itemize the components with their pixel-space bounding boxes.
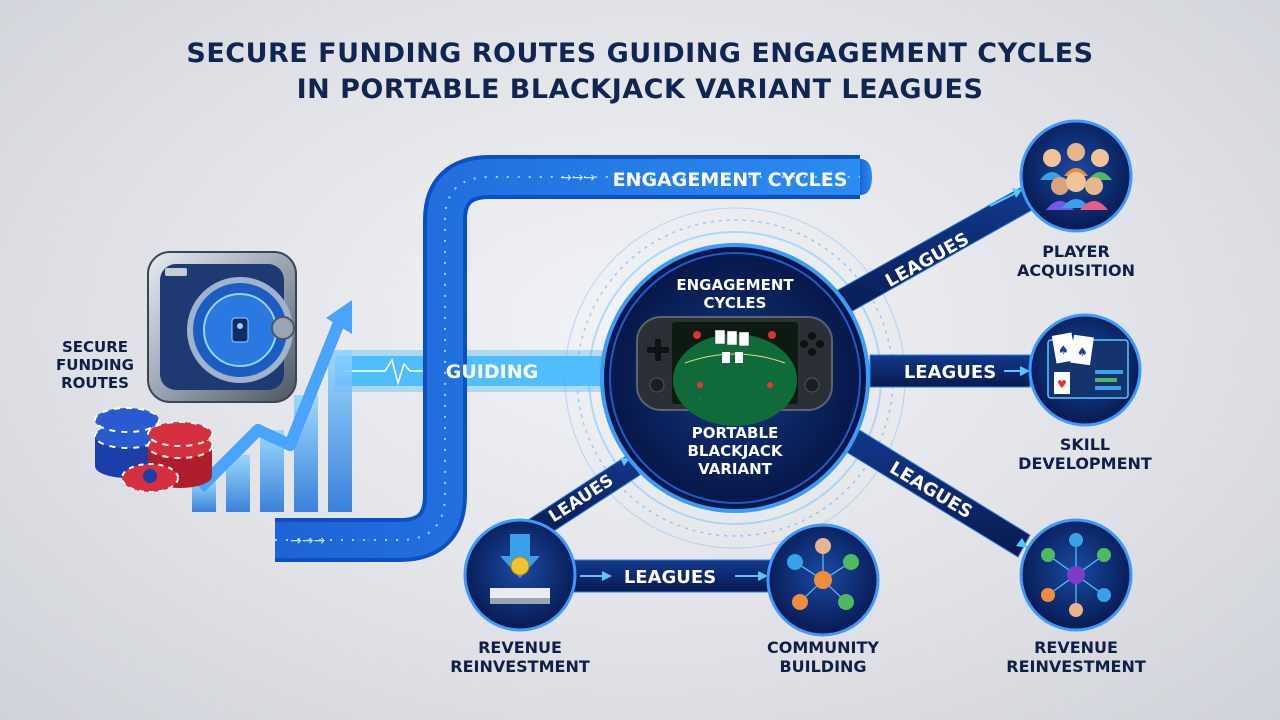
hub-bottom-line2: BLACKJACK (687, 442, 783, 460)
skill-development-line1: SKILL (1059, 435, 1111, 454)
svg-text:♠: ♠ (1077, 345, 1088, 359)
source-label: SECURE FUNDING ROUTES (40, 338, 150, 392)
people-group-icon (1040, 143, 1112, 210)
hub-top-line2: CYCLES (704, 294, 767, 312)
source-label-line3: ROUTES (61, 374, 129, 392)
player-acquisition-label: PLAYER ACQUISITION (981, 242, 1171, 280)
community-building-label: COMMUNITY BUILDING (728, 638, 918, 676)
connector-revenue-left-label: LEAUES (545, 471, 617, 527)
engagement-cycles-route-label: ENGAGEMENT CYCLES (613, 169, 848, 191)
revenue-reinvestment-right-label: REVENUE REINVESTMENT (981, 638, 1171, 676)
revenue-right-line2: REINVESTMENT (1006, 657, 1146, 676)
network-people-icon (1041, 533, 1111, 617)
community-building-line1: COMMUNITY (766, 638, 880, 657)
source-label-line1: SECURE (61, 338, 129, 356)
svg-text:→→→: →→→ (560, 170, 595, 186)
connector-bottom (569, 559, 771, 593)
svg-text:♥: ♥ (1057, 378, 1067, 391)
poker-chips-icon (94, 407, 213, 493)
page-title-line1: SECURE FUNDING ROUTES GUIDING ENGAGEMENT… (186, 38, 1094, 69)
connector-bottom-label: LEAGUES (624, 567, 716, 588)
hub-bottom-line3: VARIANT (698, 460, 772, 478)
handheld-console-icon (636, 316, 833, 426)
connector-to-skill (869, 354, 1031, 388)
revenue-left-line1: REVENUE (478, 638, 562, 657)
growth-chart-icon (192, 300, 352, 512)
connector-skill-label: LEAGUES (904, 362, 996, 383)
connector-revenue-right-label: LEAGUES (886, 458, 976, 524)
hub-bottom-line1: PORTABLE (692, 424, 779, 442)
player-acquisition-line2: ACQUISITION (1016, 261, 1135, 280)
revenue-left-line2: REINVESTMENT (450, 657, 590, 676)
svg-text:→→→: →→→ (290, 533, 325, 549)
player-acquisition-line1: PLAYER (1042, 242, 1110, 261)
skill-development-line2: DEVELOPMENT (1018, 454, 1152, 473)
guiding-beam (335, 350, 625, 392)
skill-development-label: SKILL DEVELOPMENT (990, 435, 1180, 473)
svg-text:♠: ♠ (1058, 343, 1069, 357)
guiding-label: GUIDING (446, 361, 538, 383)
cards-chart-icon: ♠ ♠ ♥ (1047, 332, 1129, 399)
page-title-line2: IN PORTABLE BLACKJACK VARIANT LEAGUES (296, 74, 984, 105)
source-label-line2: FUNDING (56, 356, 134, 374)
coin-deposit-icon (490, 534, 550, 604)
revenue-right-line1: REVENUE (1034, 638, 1118, 657)
community-network-icon (787, 538, 859, 610)
community-building-line2: BUILDING (779, 657, 867, 676)
funding-route-pipe: →→→ →→→ (275, 155, 872, 562)
revenue-reinvestment-left-label: REVENUE REINVESTMENT (425, 638, 615, 676)
hub-top-line1: ENGAGEMENT (676, 276, 794, 294)
vault-safe-icon (147, 251, 297, 403)
